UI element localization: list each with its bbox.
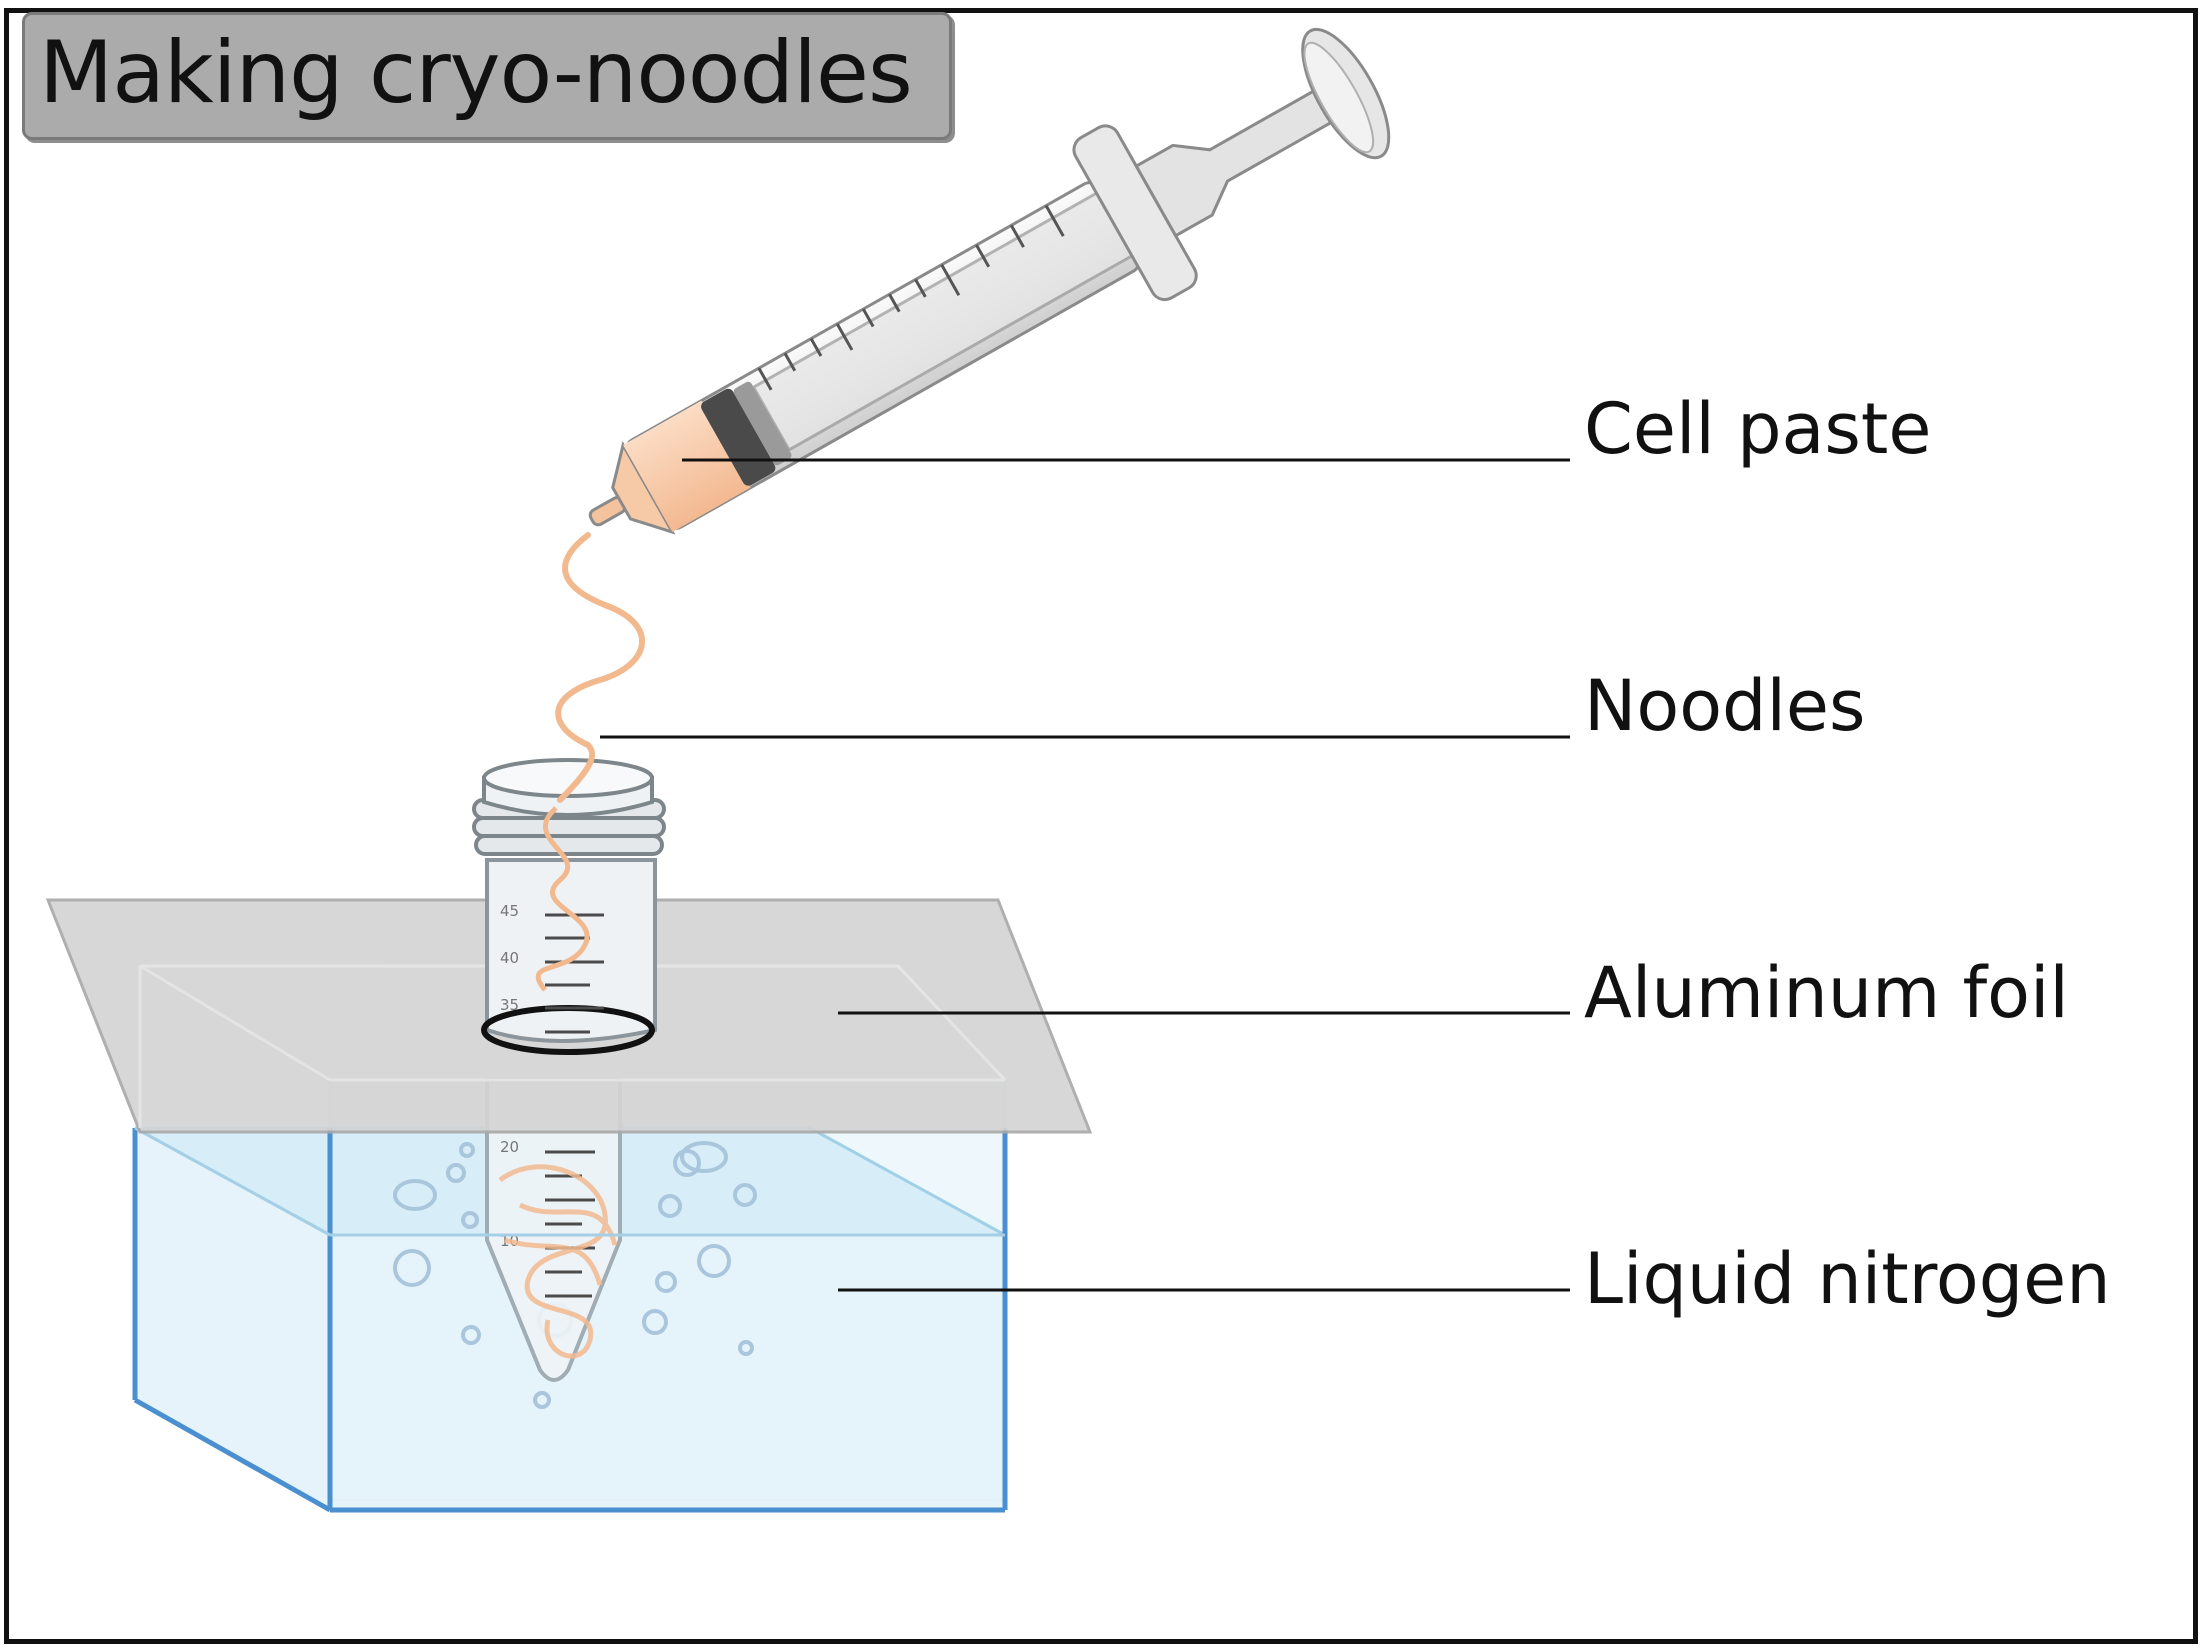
label-cell-paste: Cell paste xyxy=(1584,388,1932,470)
figure-frame xyxy=(4,8,2198,1644)
label-noodles: Noodles xyxy=(1584,665,1866,747)
label-liquid-nitrogen: Liquid nitrogen xyxy=(1584,1238,2111,1320)
container-edges xyxy=(132,1128,1008,1513)
figure-title: Making cryo-noodles xyxy=(39,23,913,123)
tube-graduation-20: 20 xyxy=(500,1138,519,1156)
tube-graduation-45: 45 xyxy=(500,902,519,920)
tube-graduation-40: 40 xyxy=(500,949,519,967)
tube-graduation-35: 35 xyxy=(500,996,519,1014)
falcon-tube: 45 40 35 xyxy=(472,758,666,1055)
tube-lower: 20 10 xyxy=(485,1078,622,1382)
leader-lines xyxy=(600,458,1570,1292)
noodle-strand xyxy=(555,532,646,803)
label-aluminum-foil: Aluminum foil xyxy=(1584,952,2069,1034)
syringe xyxy=(588,27,1391,535)
title-box: Making cryo-noodles xyxy=(22,12,952,140)
